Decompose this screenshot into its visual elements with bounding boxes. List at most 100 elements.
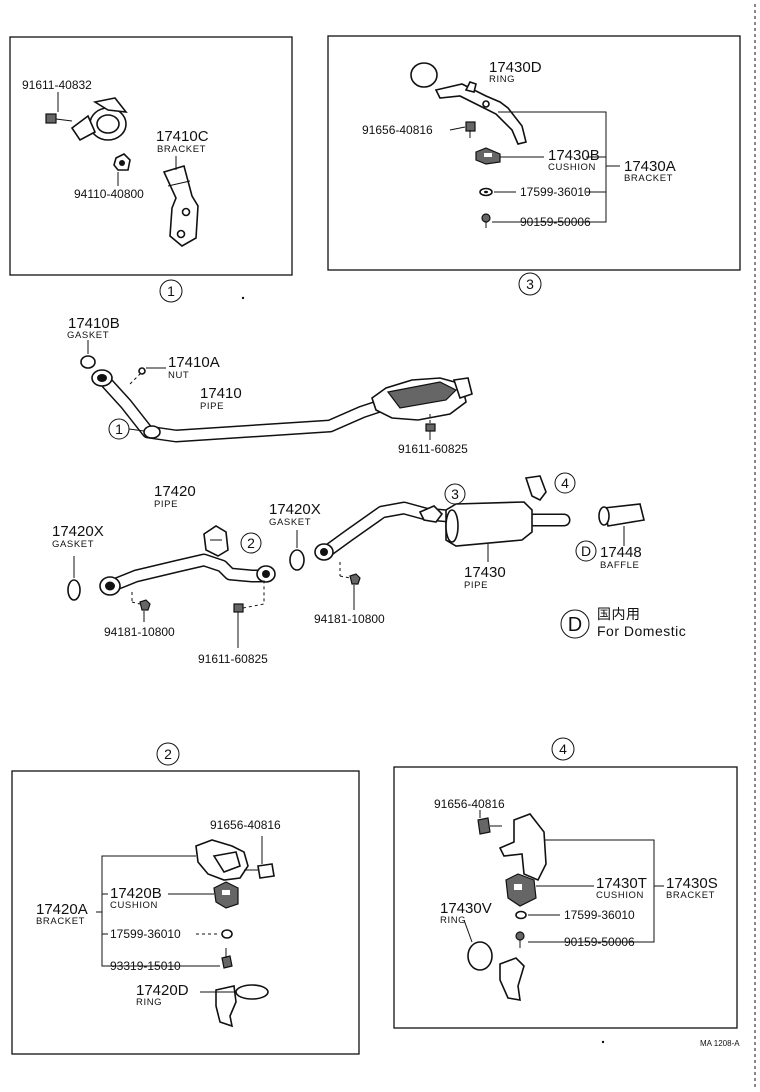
bolt-icon	[477, 817, 502, 835]
part-number: 90159-50006	[564, 935, 635, 949]
part-number: 91611-60825	[398, 442, 468, 456]
part-name: RING	[440, 915, 466, 926]
svg-text:4: 4	[559, 741, 567, 757]
bolt-icon	[244, 863, 275, 879]
baffle-icon	[598, 503, 645, 527]
bracket-icon	[195, 839, 249, 881]
screw-icon	[515, 931, 525, 948]
domestic-note: D 国内用 For Domestic	[560, 606, 686, 639]
part-name: BRACKET	[624, 173, 673, 184]
callout-4-main: 4	[554, 472, 576, 494]
detail-box-4: 91656-40816 17430T CUSHION 17430S BRACKE…	[393, 766, 738, 1029]
washer-icon	[221, 929, 233, 939]
part-name: GASKET	[67, 330, 109, 341]
bracket-icon	[434, 81, 527, 145]
cushion-icon	[213, 881, 239, 909]
nut-icon	[113, 153, 131, 171]
speck	[241, 296, 245, 300]
callout-1: 1	[159, 279, 183, 303]
screw-icon	[481, 213, 491, 228]
part-number: 93319-15010	[110, 959, 181, 973]
part-number: 94110-40800	[74, 187, 144, 201]
part-number: 90159-50006	[520, 215, 591, 229]
part-number: 17599-36010	[110, 927, 181, 941]
part-number: 91656-40816	[362, 123, 433, 137]
callout-2-main: 2	[240, 532, 262, 554]
gasket-icon	[289, 549, 305, 571]
part-name: PIPE	[200, 401, 224, 412]
detail-box-2: 91656-40816 17420A BRACKET 17420B CUSHIO…	[11, 770, 360, 1055]
part-number: 17430A	[624, 158, 676, 175]
part-name: GASKET	[52, 539, 94, 550]
front-pipe-icon	[91, 369, 393, 443]
svg-text:4: 4	[561, 475, 569, 491]
part-name: GASKET	[269, 517, 311, 528]
part-name: RING	[489, 74, 515, 85]
part-number: 17420A	[36, 901, 88, 918]
part-name: NUT	[168, 370, 189, 381]
bracket-icon	[162, 164, 199, 247]
part-number: 17448	[600, 544, 642, 561]
gasket-icon	[80, 355, 96, 369]
part-number: 91611-60825	[198, 652, 268, 666]
part-number: 17420	[154, 483, 196, 500]
svg-text:2: 2	[164, 746, 172, 762]
cushion-icon	[475, 147, 501, 165]
speck	[601, 1040, 605, 1044]
nut-icon	[139, 599, 151, 611]
bolt-icon	[465, 121, 476, 138]
callout-3-main: 3	[444, 483, 466, 505]
part-name: CUSHION	[110, 900, 158, 911]
part-name: PIPE	[154, 499, 178, 510]
bolt-icon	[233, 603, 244, 613]
detail-box-1: 91611-40832 94110-40800 17410C BRACKET	[9, 36, 293, 276]
cushion-icon	[505, 873, 537, 907]
part-number: 17430S	[666, 875, 718, 892]
part-number: 17430T	[596, 875, 647, 892]
callout-4: 4	[551, 737, 575, 761]
hanger-icon	[215, 985, 237, 1028]
part-number: 91656-40816	[210, 818, 281, 832]
part-number: 91611-40832	[22, 78, 92, 92]
part-number: 94181-10800	[104, 625, 175, 639]
part-number: 17420B	[110, 885, 162, 902]
clamp-icon	[70, 97, 128, 142]
svg-text:3: 3	[451, 486, 459, 502]
svg-text:1: 1	[115, 421, 123, 437]
part-number: 17410A	[168, 354, 220, 371]
bolt-icon	[45, 113, 73, 124]
nut-icon	[138, 367, 146, 375]
catalytic-converter-icon	[371, 377, 473, 421]
part-number: 17430	[464, 564, 506, 581]
ring-icon	[235, 984, 269, 1000]
gasket-icon	[67, 579, 81, 601]
part-number: 17420D	[136, 982, 189, 999]
svg-text:2: 2	[247, 535, 255, 551]
part-name: BRACKET	[157, 144, 206, 155]
hanger-icon	[499, 957, 525, 1001]
svg-text:D: D	[568, 614, 582, 636]
bracket-icon	[498, 813, 547, 882]
callout-3: 3	[518, 272, 542, 296]
reference-code: MA 1208-A	[700, 1039, 740, 1048]
bolt-icon	[425, 423, 436, 440]
part-number: 17430V	[440, 900, 492, 917]
nut-icon	[349, 573, 361, 585]
part-name: BRACKET	[666, 890, 715, 901]
part-name: PIPE	[464, 580, 488, 591]
muffler-icon	[418, 475, 547, 547]
domestic-note-en: For Domestic	[597, 623, 686, 639]
ring-icon	[410, 62, 438, 88]
part-name: BAFFLE	[600, 560, 640, 571]
main-assembly: 17410B GASKET 17410A NUT 17410 PIPE 9161…	[52, 315, 645, 666]
svg-text:1: 1	[167, 283, 175, 299]
part-name: CUSHION	[596, 890, 644, 901]
nut-icon	[221, 948, 233, 969]
part-number: 94181-10800	[314, 612, 385, 626]
svg-text:3: 3	[526, 276, 534, 292]
washer-icon	[515, 910, 527, 920]
ring-icon	[467, 941, 493, 971]
part-name: BRACKET	[36, 916, 85, 927]
callout-1-main: 1	[108, 418, 130, 440]
callout-2: 2	[156, 742, 180, 766]
